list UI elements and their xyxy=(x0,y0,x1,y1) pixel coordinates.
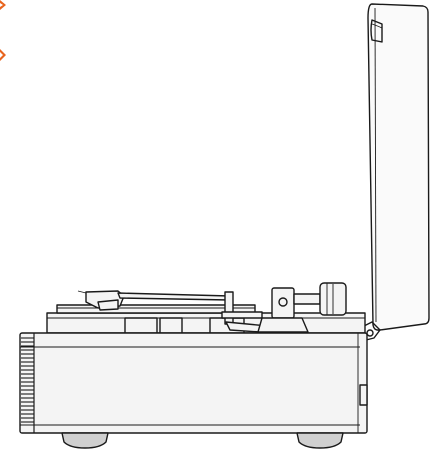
arm-lift-post xyxy=(224,291,234,325)
rear-jack xyxy=(359,384,368,406)
lid-body xyxy=(367,3,430,331)
lid-hinge-pin xyxy=(366,329,374,337)
lid-handle xyxy=(370,19,383,43)
cartridge xyxy=(97,299,119,311)
headshell-lift xyxy=(77,290,87,294)
platter xyxy=(56,304,256,314)
arrow-mark-top-icon xyxy=(0,0,6,10)
arm-stub xyxy=(293,293,321,305)
tonearm xyxy=(77,282,347,333)
lid-inner-edge xyxy=(374,7,377,323)
orange-arrow-marks xyxy=(0,0,6,61)
lid-handle-notch xyxy=(371,23,383,29)
cabinet-body xyxy=(19,332,368,434)
foot-right xyxy=(296,432,344,449)
pivot-base xyxy=(257,317,309,333)
cabinet xyxy=(19,332,368,434)
plinth-top-plate xyxy=(46,312,366,334)
lid xyxy=(363,3,430,341)
arm-lift-lever xyxy=(221,311,263,319)
feet xyxy=(61,432,344,449)
foot-left xyxy=(61,432,109,449)
turntable-top xyxy=(46,304,366,334)
arm-tube xyxy=(117,292,231,301)
arrow-mark-bottom-icon xyxy=(0,49,6,61)
platter-bracket-mid xyxy=(159,317,183,334)
pivot-screw xyxy=(278,297,288,307)
platter-bracket-left xyxy=(124,317,158,334)
vent-grille xyxy=(21,333,35,433)
